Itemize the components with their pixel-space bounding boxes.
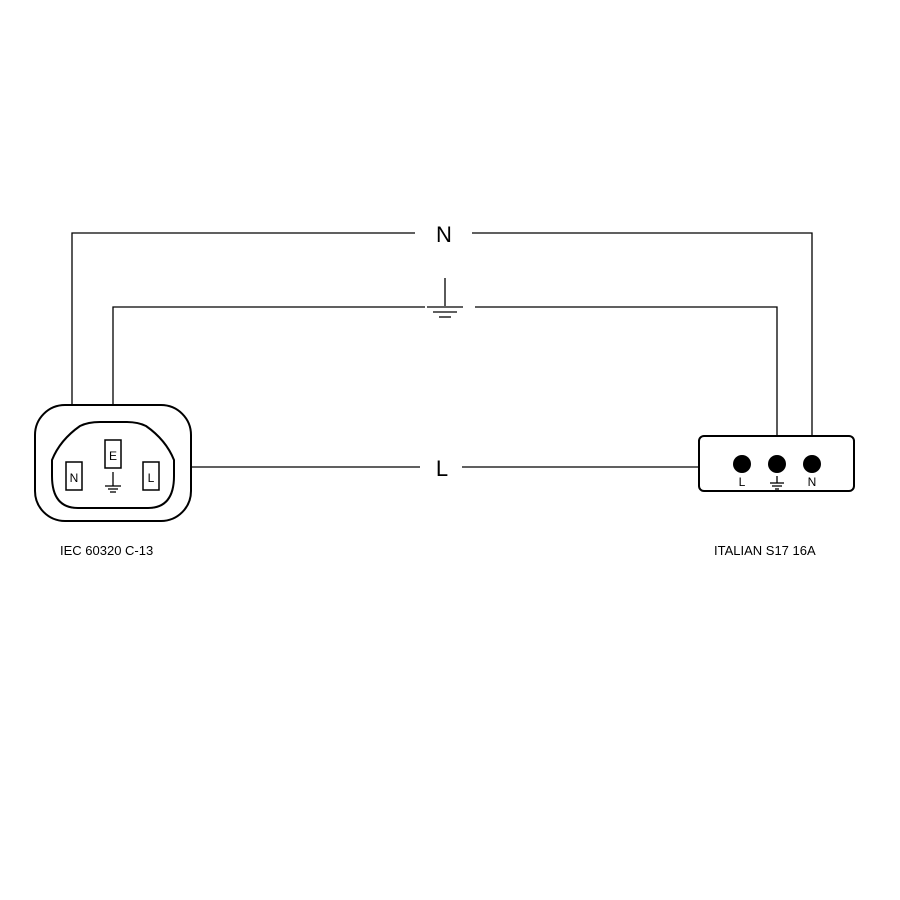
right-connector-caption: ITALIAN S17 16A (714, 543, 816, 558)
neutral-wire (71, 232, 813, 462)
live-wire-label: L (436, 456, 448, 481)
neutral-wire-label: N (436, 222, 452, 247)
svg-text:N: N (808, 475, 817, 489)
c13-pin-live: L (142, 461, 160, 491)
svg-text:L: L (148, 471, 155, 485)
iec-c13-connector: N E L (34, 404, 192, 522)
s17-pin-live: L (733, 455, 751, 489)
svg-text:L: L (739, 475, 746, 489)
left-connector-caption: IEC 60320 C-13 (60, 543, 153, 558)
c13-pin-earth: E (104, 439, 122, 469)
s17-pin-earth (768, 455, 786, 473)
earth-wire (112, 306, 778, 455)
s17-pin-neutral: N (803, 455, 821, 489)
svg-text:N: N (70, 471, 79, 485)
italian-s17-connector: L N (698, 435, 855, 492)
s17-earth-icon (770, 476, 784, 490)
c13-pin-neutral: N (65, 461, 83, 491)
svg-text:E: E (109, 449, 117, 463)
c13-earth-icon (105, 472, 121, 493)
earth-ground-icon (427, 278, 463, 318)
